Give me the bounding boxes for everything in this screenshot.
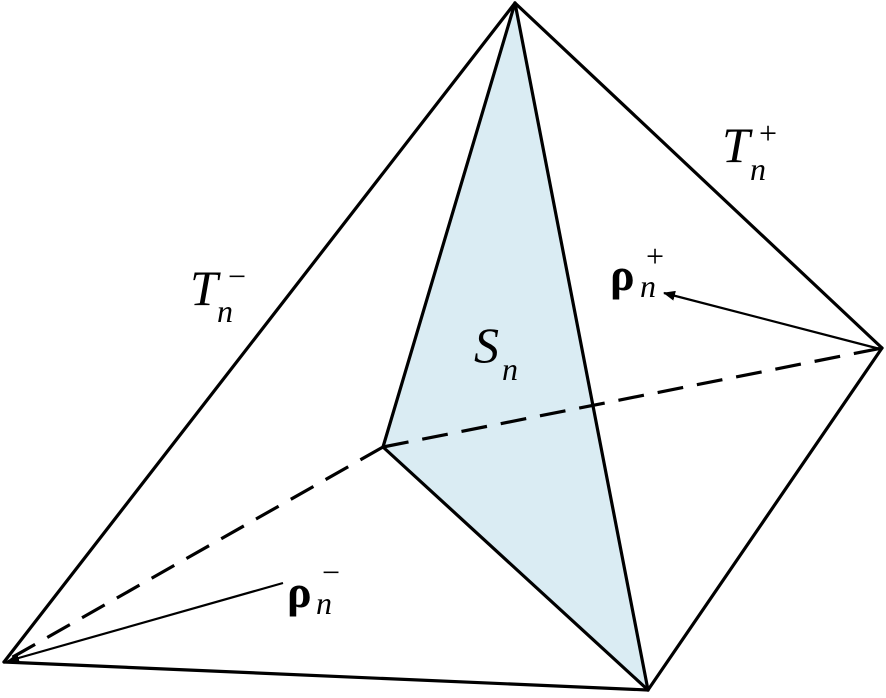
svg-text:n: n [502,351,518,387]
svg-text:n: n [640,268,656,304]
edge-top-bottom-common [513,1,650,692]
svg-text:+: + [759,115,777,151]
rho-minus-arrow [7,581,284,663]
svg-text:n: n [316,585,332,621]
edge-top-right [513,1,884,350]
edge-right-bottom [646,346,884,692]
label-t-minus: T n − [190,258,246,329]
svg-text:ρ: ρ [610,249,635,300]
svg-text:ρ: ρ [287,566,312,617]
svg-text:S: S [474,317,499,373]
hidden-edge-back-left [3,445,384,664]
label-rho-minus: ρ n − [287,554,340,621]
edge-left-top [2,1,517,664]
shared-face-sn [383,3,648,690]
edge-back-bottom [381,445,650,692]
svg-text:+: + [646,238,664,274]
label-face-sn: S n [474,317,518,387]
svg-text:T: T [722,117,753,173]
label-rho-plus: ρ n + [610,238,664,304]
svg-text:−: − [228,258,246,294]
hidden-edge-back-right [382,346,883,449]
label-t-plus: T n + [722,115,777,187]
edge-top-back [381,1,517,449]
edge-bottom-left [2,660,650,692]
svg-text:n: n [750,151,766,187]
svg-text:T: T [190,260,221,316]
svg-text:n: n [217,293,233,329]
rho-plus-arrow [663,290,881,351]
svg-text:−: − [322,554,340,590]
